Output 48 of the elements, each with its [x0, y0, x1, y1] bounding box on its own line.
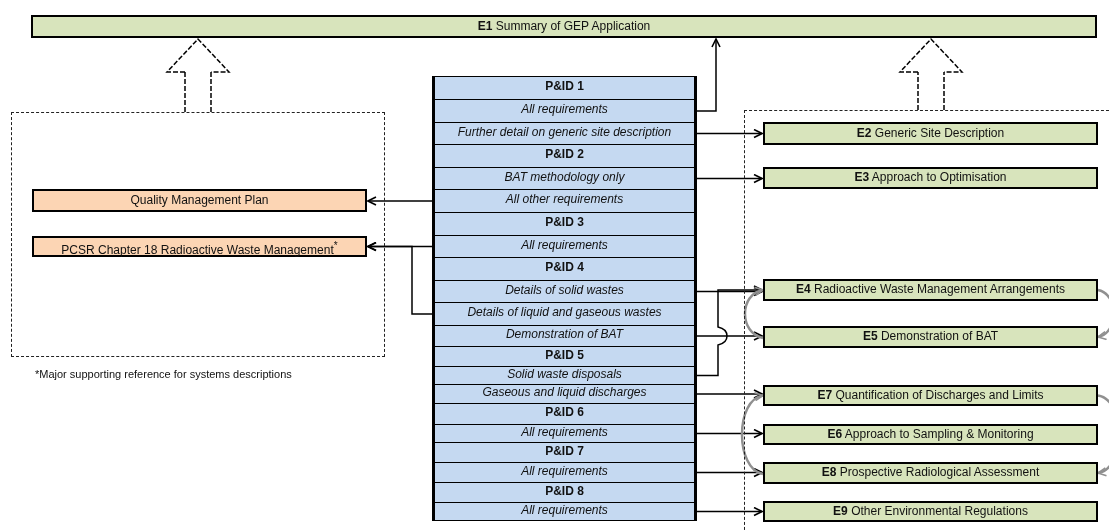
table-header-row: P&ID 2: [432, 144, 697, 168]
table-row: All other requirements: [432, 189, 697, 213]
arrow: [367, 241, 433, 315]
curved-arrow: [1097, 288, 1109, 339]
table-row: All requirements: [432, 502, 697, 521]
chapter-box: E2 Generic Site Description: [763, 122, 1098, 145]
chapter-box: E7 Quantification of Discharges and Limits: [763, 385, 1098, 406]
table-row: Gaseous and liquid discharges: [432, 384, 697, 404]
table-header-row: P&ID 6: [432, 403, 697, 425]
arrow: [696, 467, 763, 478]
arrow: [696, 428, 763, 439]
arrow: [696, 128, 763, 139]
table-header-row: P&ID 3: [432, 212, 697, 236]
chapter-box: E4 Radioactive Waste Management Arrangements: [763, 279, 1098, 301]
table-row: All requirements: [432, 99, 697, 123]
chapter-box: E9 Other Environmental Regulations: [763, 501, 1098, 522]
arrow: [696, 331, 763, 341]
arrow: [696, 38, 721, 112]
curved-arrow: [740, 393, 764, 476]
table-row: All requirements: [432, 462, 697, 483]
reference-box: Quality Management Plan: [32, 189, 367, 212]
table-row: Details of liquid and gaseous wastes: [432, 302, 697, 326]
dashed-group-box: [11, 112, 385, 357]
arrow: [696, 173, 763, 184]
table-row: All requirements: [432, 235, 697, 258]
arrow: [696, 389, 763, 399]
table-row: BAT methodology only: [432, 167, 697, 190]
table-header-row: P&ID 8: [432, 482, 697, 503]
table-row: Further detail on generic site description: [432, 122, 697, 145]
table-header-row: P&ID 1: [432, 76, 697, 100]
arrow: [367, 196, 433, 206]
curved-arrow: [1097, 394, 1109, 475]
chapter-box: E5 Demonstration of BAT: [763, 326, 1098, 348]
chapter-box: E1 Summary of GEP Application: [31, 15, 1097, 38]
table-header-row: P&ID 7: [432, 442, 697, 463]
arrow: [696, 506, 763, 517]
chapter-box: E8 Prospective Radiological Assessment: [763, 462, 1098, 484]
reference-box: PCSR Chapter 18 Radioactive Waste Management$^{*}$: [32, 236, 367, 257]
table-row: Demonstration of BAT: [432, 325, 697, 347]
table-header-row: P&ID 5: [432, 346, 697, 367]
arrow: [696, 286, 763, 297]
chapter-box: E3 Approach to Optimisation: [763, 167, 1098, 189]
chapter-box: E6 Approach to Sampling & Monitoring: [763, 424, 1098, 445]
table-row: Details of solid wastes: [432, 280, 697, 303]
curved-arrow: [743, 287, 764, 340]
footnote: *Major supporting reference for systems descriptions: [35, 368, 292, 380]
dashed-group-box: [744, 110, 1109, 531]
table-header-row: P&ID 4: [432, 257, 697, 281]
